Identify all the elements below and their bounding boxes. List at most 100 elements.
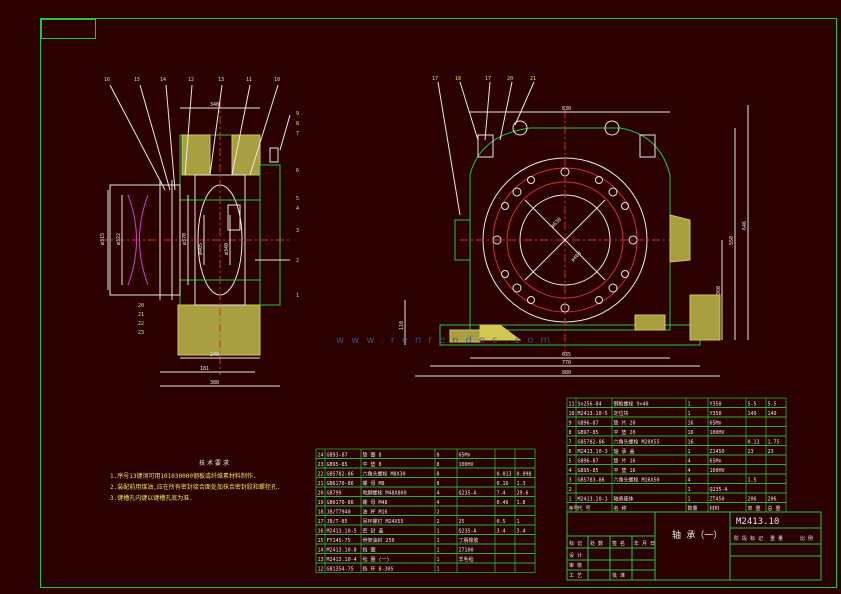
table-cell: 定位块 (614, 410, 629, 417)
callout: 23 (138, 330, 144, 336)
callout: 4 (296, 206, 299, 212)
dim-right-h1: 550 (729, 236, 735, 245)
table-cell: 0.46 (497, 500, 509, 506)
table-cell: 7 (569, 440, 572, 446)
table-cell: 22 (318, 472, 324, 478)
callout: 21 (138, 312, 144, 318)
table-cell: 4 (688, 459, 691, 465)
table-cell: 17 (318, 519, 324, 525)
table-cell: M2413.10-5 (578, 411, 608, 417)
callout: 20 (138, 303, 144, 309)
callout: 7 (296, 131, 299, 137)
dim-left-d4: ø405 (198, 243, 204, 255)
callout: 22 (138, 321, 144, 327)
table-cell: GB96-87 (578, 421, 599, 427)
table-cell: 4 (569, 468, 572, 474)
table-cell: 206 (748, 497, 757, 503)
callout: 17 (432, 76, 438, 82)
table-cell: 1.5 (748, 478, 757, 484)
callout: 6 (296, 168, 299, 174)
table-cell: JB/T7940 (327, 510, 351, 516)
role-label: 审 核 (569, 562, 582, 569)
table-cell: 100HV (710, 468, 725, 474)
table-cell: 1 (437, 548, 440, 554)
callout: 20 (507, 76, 513, 82)
table-cell: 1 (688, 497, 691, 503)
table-cell: 29.6 (517, 491, 529, 497)
table-cell: Q235-A (710, 487, 728, 493)
table-cell: 1 (517, 519, 520, 525)
dim-right-d1: ø630 (550, 217, 563, 230)
table-cell: 0.13 (748, 440, 760, 446)
dim-right-bottom2: 770 (562, 360, 571, 366)
callout: 10 (274, 77, 280, 83)
drawing-code: M2413.10 (736, 517, 779, 527)
table-cell: GB96-87 (578, 459, 599, 465)
table-cell: 12 (318, 567, 324, 573)
table-cell: JB/T-85 (327, 519, 348, 525)
table-cell: Sn256-84 (578, 402, 602, 408)
callout: 17 (485, 76, 491, 82)
table-cell: 挡 环 B-305 (363, 566, 394, 573)
table-cell: 8 (569, 430, 572, 436)
table-cell: 密 封 盖 (363, 528, 384, 535)
role-label: 批 准 (612, 572, 625, 579)
table-cell: 1 (437, 557, 440, 563)
table-cell: 4 (688, 468, 691, 474)
table-cell: 2 (437, 510, 440, 516)
callout: 13 (218, 77, 224, 83)
table-cell: 挡 圈 (363, 547, 376, 554)
callout: 3 (296, 228, 299, 234)
table-cell: 单 重 (748, 505, 761, 512)
table-cell: 0.5 (497, 519, 506, 525)
table-cell: 16 (688, 440, 694, 446)
table-row (566, 426, 787, 437)
table-cell: 2 (569, 487, 572, 493)
table-cell: M2413.10-5 (327, 529, 357, 535)
table-cell: 地脚螺栓 M48X800 (363, 490, 407, 497)
dim-right-h4: 110 (399, 321, 405, 330)
table-cell: 10 (569, 411, 575, 417)
table-cell: 1 (688, 487, 691, 493)
table-cell: 1 (437, 529, 440, 535)
stage-label: 阶 段 标 记 (734, 535, 763, 542)
dim-left-d1: ø315 (100, 233, 106, 245)
title-label: 处 数 (590, 540, 603, 547)
table-row (566, 454, 787, 465)
table-cell: Y350 (710, 411, 722, 417)
callout: 15 (134, 77, 140, 83)
note-item: 1.序号13键须可用101030000钢板或纤维素材料制作. (110, 473, 257, 480)
dim-left-bottom2: 181 (200, 366, 209, 372)
table-cell: 0.098 (517, 472, 532, 478)
note-item: 3.键槽孔内键以键槽孔底为准. (110, 495, 193, 502)
table-cell: 1 (688, 402, 691, 408)
dim-left-d3: ø370 (182, 233, 188, 245)
table-cell: GB6170-86 (327, 481, 354, 487)
table-cell: 垫 片 16 (614, 458, 636, 465)
table-cell: 丁腈橡胶 (459, 537, 479, 544)
table-cell: 羊毛毡 (459, 556, 474, 563)
callout: 9 (296, 111, 299, 117)
table-cell: 16 (688, 430, 694, 436)
callout: 16 (104, 77, 110, 83)
table-cell: 4 (437, 500, 440, 506)
table-cell: 18 (318, 510, 324, 516)
table-cell: GB6170-86 (327, 500, 354, 506)
table-cell: 8 (437, 453, 440, 459)
callout: 2 (296, 258, 299, 264)
table-row (315, 562, 536, 573)
stage-label: 重 量 (770, 535, 783, 542)
role-label: 设 计 (569, 552, 582, 559)
dim-right-top: 830 (562, 106, 571, 112)
title-label: 年 月 日 (634, 540, 655, 547)
table-cell: 23 (768, 449, 774, 455)
table-cell: 螺 母 M8 (363, 480, 385, 487)
callout: 14 (160, 77, 166, 83)
table-cell: 代 号 (578, 505, 591, 512)
table-cell: 8 (437, 481, 440, 487)
table-row (566, 464, 787, 475)
table-cell: 16 (318, 529, 324, 535)
callout: 5 (296, 196, 299, 202)
